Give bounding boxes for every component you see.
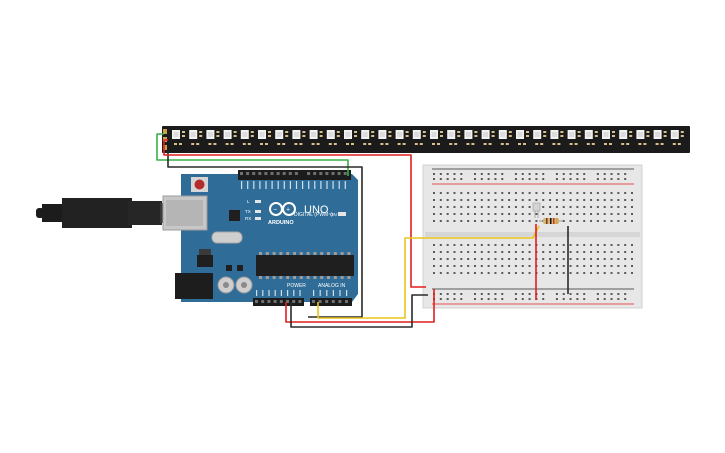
brand-label: ARDUINO (268, 220, 294, 226)
wire-red-strip[interactable] (163, 139, 426, 288)
bottom-pin-labels (256, 290, 348, 296)
status-leds: L TX RX ON (245, 199, 346, 221)
led-label-l: L (247, 199, 250, 204)
led-pixel[interactable] (172, 130, 185, 145)
led-pixel[interactable] (223, 130, 237, 145)
model-label: UNO (304, 204, 329, 216)
led-pixel[interactable] (550, 130, 564, 145)
led-pixel[interactable] (412, 130, 426, 145)
led-pixel[interactable] (292, 130, 306, 145)
power-label: POWER (287, 283, 306, 289)
svg-text:+: + (286, 207, 290, 214)
power-header[interactable] (253, 298, 304, 306)
led-pixel[interactable] (447, 130, 461, 145)
led-label-rx: RX (245, 216, 251, 221)
led-pixel[interactable] (653, 130, 667, 145)
led-pixel[interactable] (498, 130, 512, 145)
wire-yellow[interactable] (317, 225, 540, 319)
digital-header[interactable] (238, 170, 351, 180)
digital-label: DIGITAL (PWM~) (294, 212, 333, 218)
led-pixel[interactable] (240, 130, 254, 145)
resistor[interactable] (539, 218, 563, 224)
usb-controller-chip (229, 210, 240, 221)
dc-power-jack[interactable] (175, 273, 213, 299)
analog-header[interactable] (310, 298, 352, 306)
led-pixel[interactable] (619, 130, 633, 145)
led-pixel[interactable] (309, 130, 323, 145)
arduino-uno-board[interactable]: DIGITAL (PWM~) − + ARDUINO UNO L TX RX O… (162, 170, 358, 306)
wire-black-gnd[interactable] (290, 294, 428, 328)
led-pixel[interactable] (395, 130, 409, 145)
led-pixel[interactable] (516, 130, 529, 145)
led-pixel[interactable] (361, 130, 375, 145)
led-pixel[interactable] (567, 130, 581, 145)
breadboard[interactable] (422, 164, 643, 309)
led-pixel[interactable] (430, 130, 443, 145)
led-pixel[interactable] (464, 130, 478, 145)
led-pixel[interactable] (189, 130, 203, 145)
led-pixel[interactable] (636, 130, 650, 145)
led-pixel[interactable] (275, 130, 289, 145)
led-pixel[interactable] (258, 130, 271, 145)
led-label-tx: TX (245, 209, 251, 214)
wire-green[interactable] (156, 133, 349, 176)
usb-cable[interactable] (36, 198, 164, 228)
led-pixel[interactable] (326, 130, 340, 145)
arduino-logo: − + (269, 202, 296, 216)
wire-red-5v[interactable] (285, 289, 435, 323)
digital-pin-labels (241, 181, 346, 189)
wires[interactable] (156, 133, 569, 328)
atmega-chip (256, 255, 354, 276)
led-pixel[interactable] (533, 130, 547, 145)
led-pixel[interactable] (481, 130, 495, 145)
led-pixel[interactable] (378, 130, 392, 145)
svg-text:−: − (273, 207, 277, 214)
led-pixel[interactable] (670, 130, 684, 145)
crystal-oscillator (211, 231, 243, 244)
led-pixel-row (172, 130, 684, 145)
on-led-label: ON (330, 212, 337, 217)
voltage-regulator (197, 255, 213, 267)
board-capacitors (217, 276, 253, 294)
analog-label: ANALOG IN (318, 283, 346, 289)
wire-black-strip[interactable] (167, 150, 363, 318)
led-strip[interactable] (162, 126, 690, 153)
led-pixel[interactable] (602, 130, 615, 145)
led-pixel[interactable] (344, 130, 357, 145)
led-pixel[interactable] (584, 130, 598, 145)
capacitor[interactable] (532, 202, 541, 218)
led-pixel[interactable] (206, 130, 220, 145)
